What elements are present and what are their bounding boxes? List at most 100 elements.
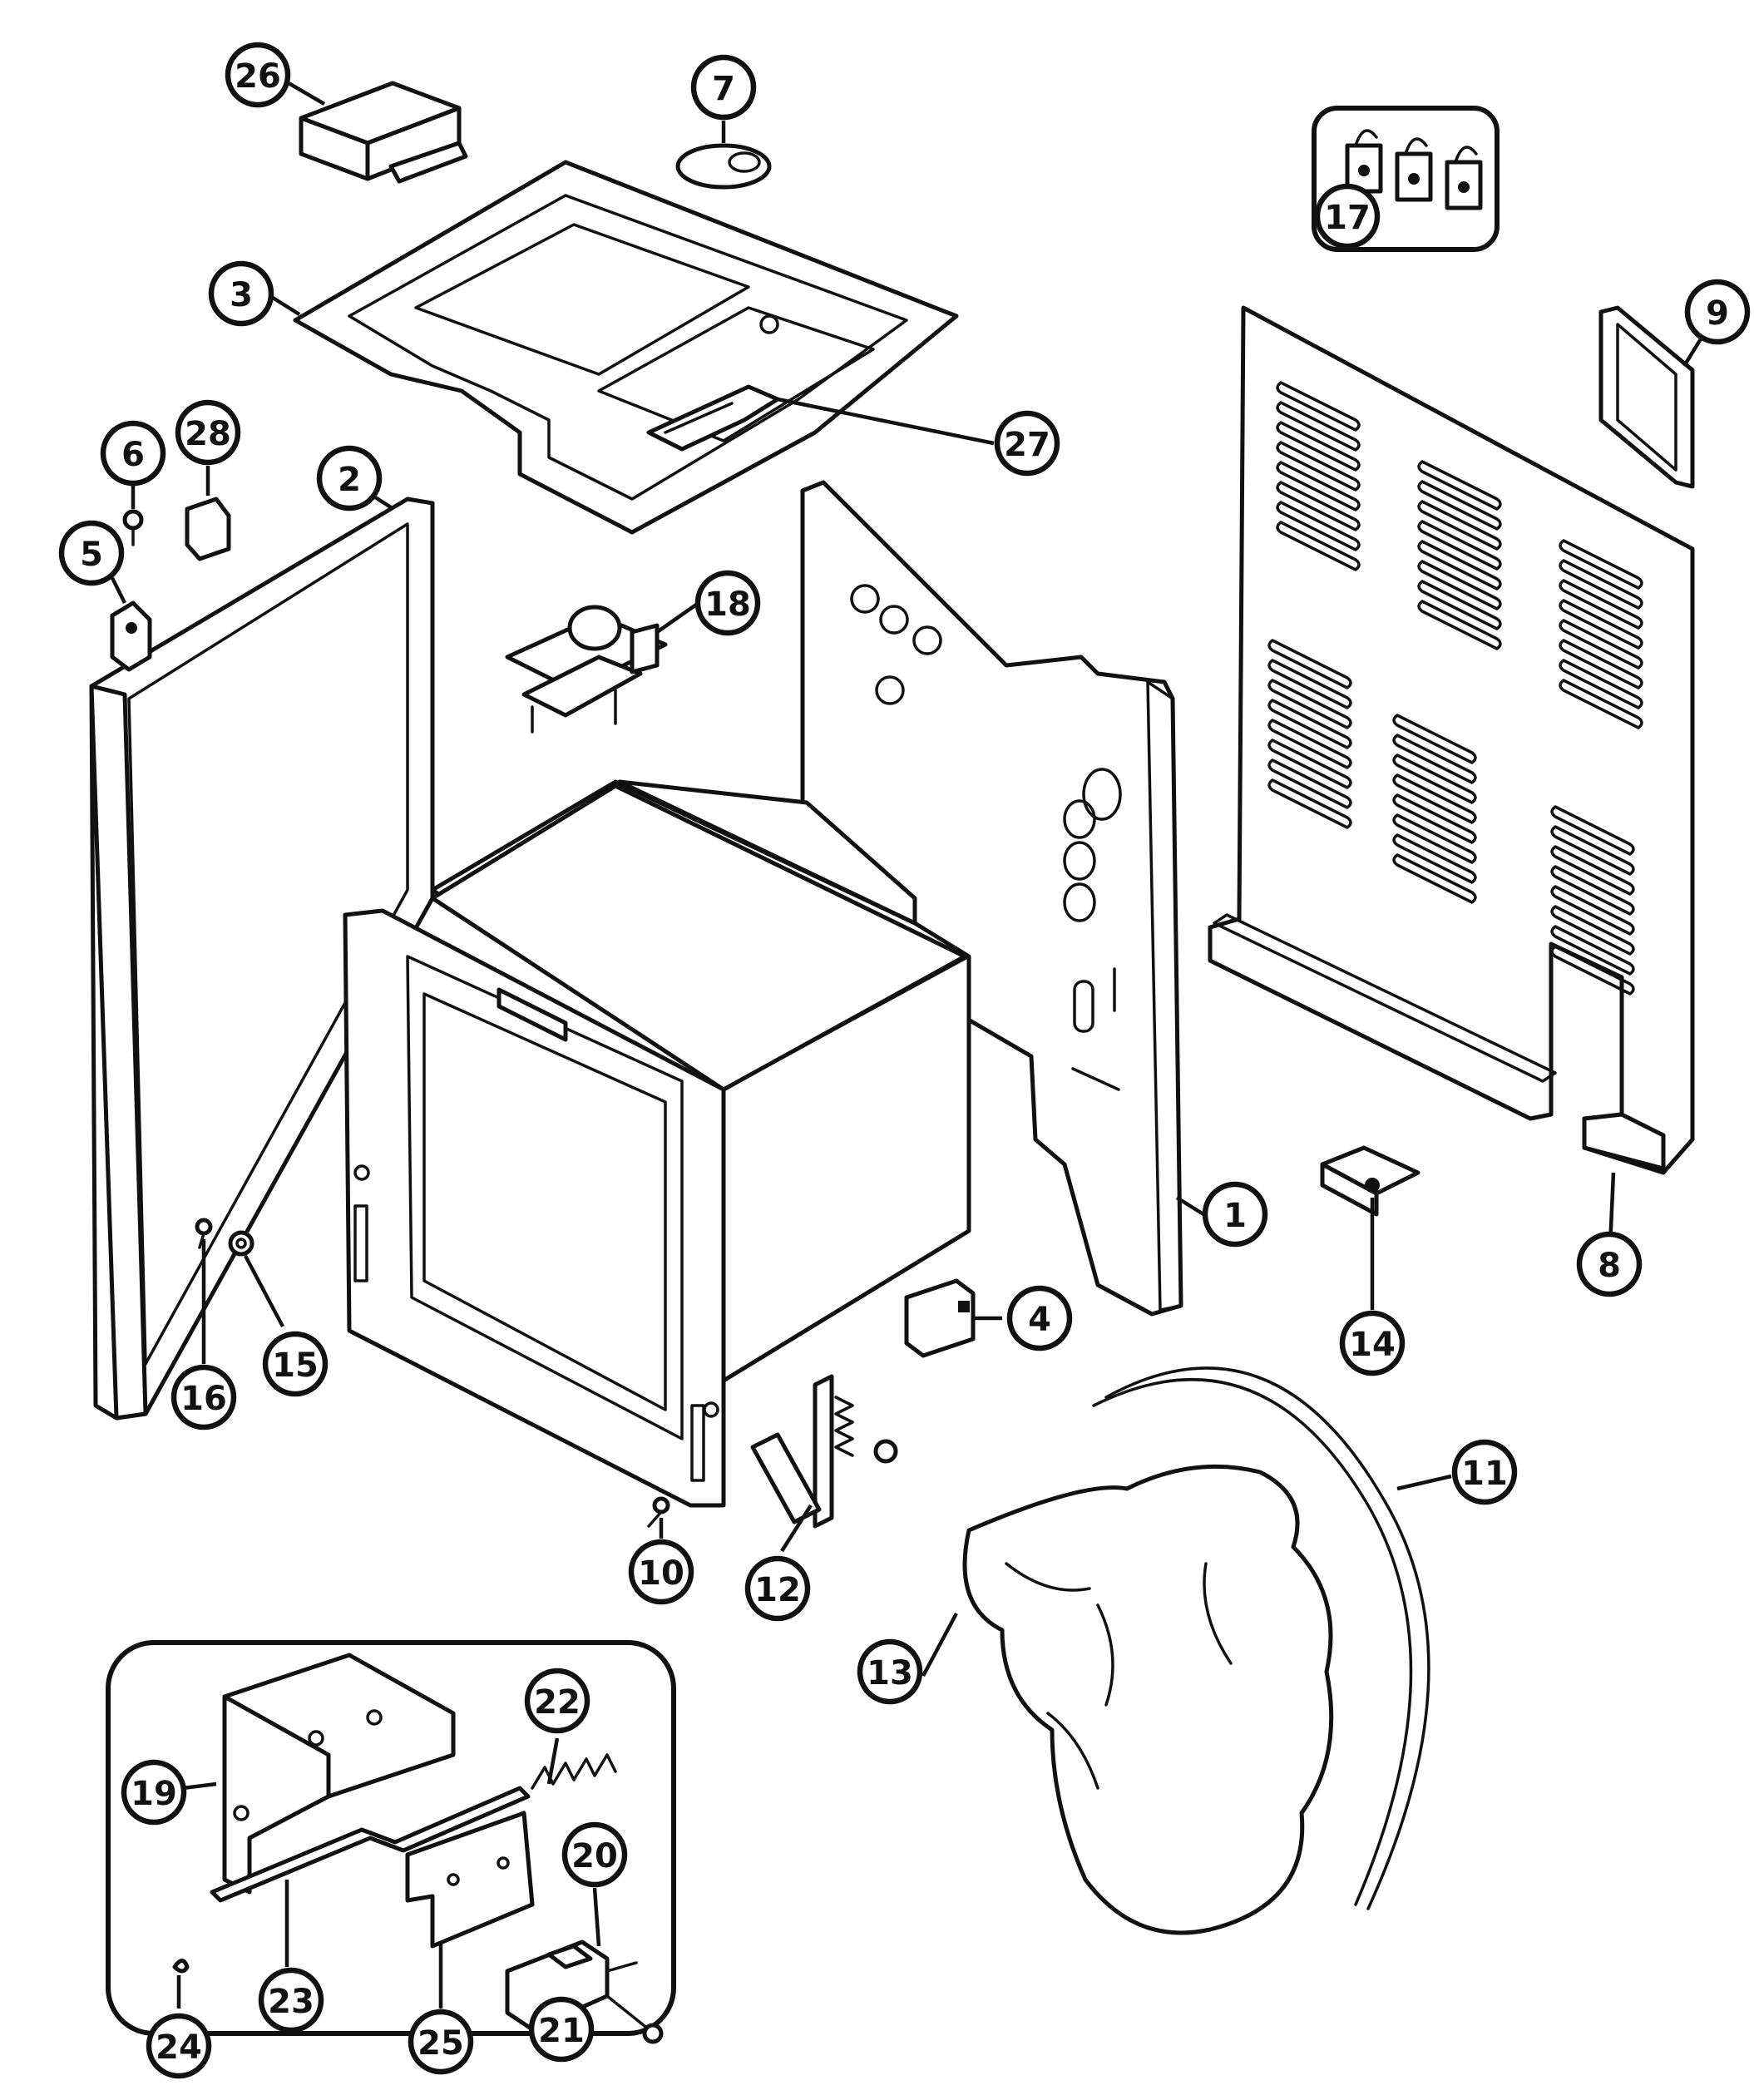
vent-louver	[1417, 520, 1502, 571]
vent-louver	[1417, 600, 1502, 650]
callout-number: 16	[180, 1380, 227, 1418]
vent-louver	[1550, 805, 1635, 856]
callout-1: 1	[1202, 1181, 1268, 1248]
callout-8: 8	[1576, 1231, 1643, 1297]
callout-26: 26	[225, 42, 291, 108]
callout-number: 13	[867, 1654, 913, 1692]
callout-number: 21	[538, 2012, 585, 2050]
vent-louver	[1559, 579, 1643, 630]
callout-circle	[1202, 1181, 1268, 1248]
vent-louver	[1559, 539, 1643, 590]
callout-number: 15	[272, 1346, 319, 1385]
vent-louver	[1267, 679, 1352, 729]
vent-louver	[1267, 639, 1352, 689]
callout-number: 10	[638, 1554, 684, 1593]
part-4-plate	[904, 1278, 976, 1358]
callout-circle	[690, 54, 757, 121]
callout-number: 8	[1598, 1247, 1621, 1285]
callout-circle	[1314, 183, 1381, 250]
part-21-screw	[605, 1994, 664, 2044]
vent-louver	[1276, 381, 1361, 432]
callout-circle	[1684, 279, 1751, 345]
callout-6: 6	[100, 420, 166, 487]
callout-22: 22	[524, 1668, 590, 1734]
callout-number: 17	[1324, 199, 1371, 237]
callout-circle	[408, 2009, 474, 2075]
part-28-plug	[185, 497, 231, 561]
vent-louver	[1550, 925, 1635, 976]
callout-circle	[146, 2013, 212, 2079]
callout-circle	[1339, 1310, 1406, 1376]
vent-louver	[1417, 500, 1502, 551]
callout-circle	[694, 570, 761, 636]
vent-louver	[1417, 460, 1502, 511]
callout-number: 23	[268, 1983, 314, 2021]
callout-circle	[1451, 1439, 1518, 1505]
callout-number: 24	[156, 2028, 202, 2067]
part-15-bushing	[228, 1230, 254, 1257]
callout-14: 14	[1339, 1310, 1406, 1376]
oven-cavity	[343, 779, 971, 1508]
vent-louver	[1417, 560, 1502, 610]
callout-16: 16	[170, 1364, 237, 1430]
vent-louvers	[1267, 381, 1643, 996]
callout-number: 22	[534, 1683, 581, 1722]
callout-number: 11	[1461, 1455, 1508, 1493]
callout-number: 12	[754, 1571, 801, 1609]
callout-27: 27	[994, 410, 1060, 477]
callout-number: 25	[418, 2024, 464, 2063]
vent-louver	[1276, 421, 1361, 472]
callout-21: 21	[528, 1996, 595, 2063]
vent-louver	[1417, 540, 1502, 590]
callout-circle	[316, 445, 383, 511]
callout-23: 23	[258, 1967, 324, 2033]
part-3-top-panel	[293, 160, 959, 535]
part-22-spring	[531, 1753, 617, 1790]
callout-28: 28	[175, 399, 241, 466]
vent-louver	[1550, 885, 1635, 936]
callout-number: 1	[1223, 1197, 1247, 1235]
callout-13: 13	[857, 1638, 923, 1705]
callout-5: 5	[58, 520, 125, 586]
vent-louver	[1392, 793, 1477, 844]
callout-number: 27	[1004, 426, 1050, 464]
vent-louver	[1559, 619, 1643, 670]
callout-circle	[121, 1759, 187, 1826]
callout-number: 18	[704, 586, 751, 624]
vent-louver	[1417, 580, 1502, 630]
vent-louver	[1276, 481, 1361, 531]
callout-number: 26	[235, 57, 281, 96]
callout-circle	[561, 1821, 628, 1888]
callout-circle	[744, 1555, 811, 1622]
callout-circle	[857, 1638, 923, 1705]
callout-2: 2	[316, 445, 383, 511]
inset-latch-mechanism	[106, 1640, 676, 2044]
vent-louver	[1392, 734, 1477, 784]
vent-louver	[1550, 945, 1635, 996]
vent-louver	[1392, 813, 1477, 864]
vent-louver	[1550, 825, 1635, 876]
vent-louver	[1267, 719, 1352, 769]
vent-louver	[1550, 845, 1635, 896]
callout-number: 7	[712, 70, 735, 108]
vent-louver	[1392, 714, 1477, 764]
vent-louver	[1276, 401, 1361, 452]
vent-louver	[1559, 679, 1643, 729]
vent-louver	[1392, 773, 1477, 824]
vent-louver	[1392, 754, 1477, 804]
vent-louver	[1550, 905, 1635, 956]
vent-louver	[1267, 699, 1352, 749]
part-18-latch-assembly	[505, 605, 668, 734]
vent-louver	[1276, 521, 1361, 571]
callout-17: 17	[1314, 183, 1381, 250]
callout-circle	[170, 1364, 237, 1430]
part-5-clip	[110, 600, 152, 672]
callout-circle	[225, 42, 291, 108]
vent-louver	[1559, 639, 1643, 689]
part-2-side-panel	[89, 497, 435, 1421]
part-24-clip	[172, 1959, 190, 1974]
vent-louver	[1276, 441, 1361, 492]
